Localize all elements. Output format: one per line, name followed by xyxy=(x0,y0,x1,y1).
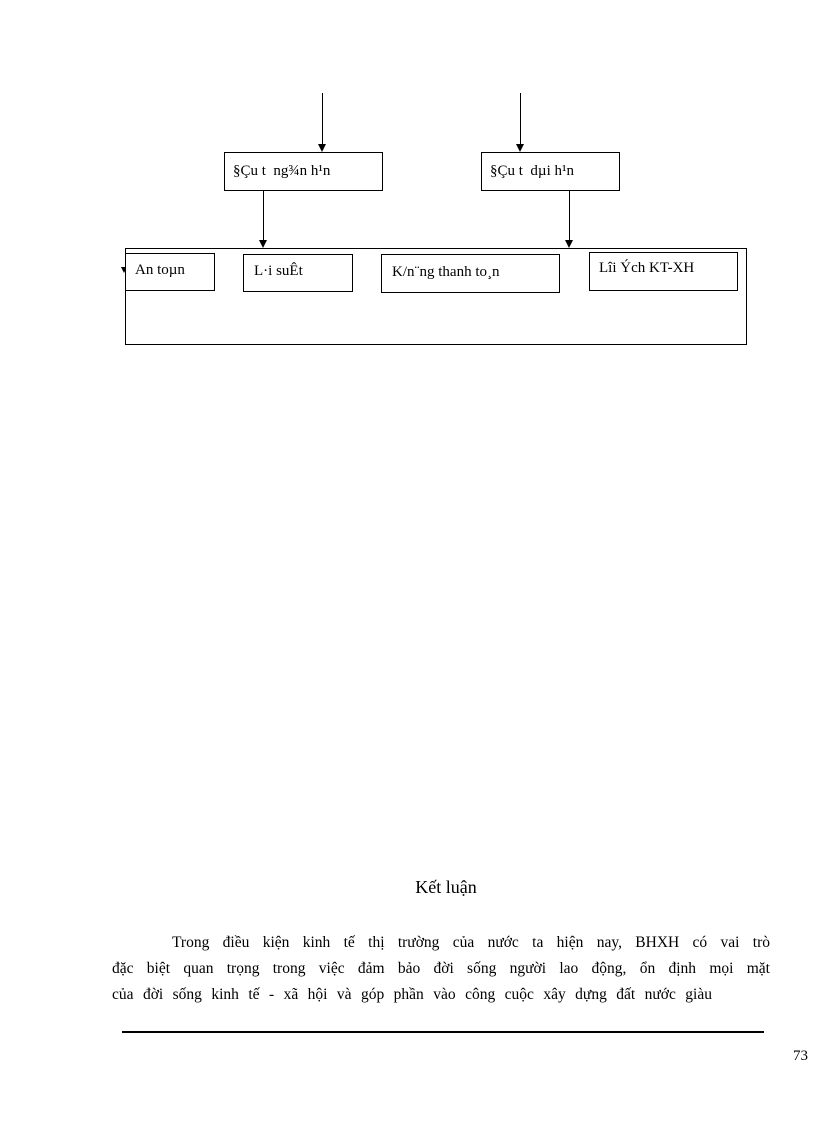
criteria-container xyxy=(125,248,747,345)
connector-short-term xyxy=(263,191,264,241)
box-short-term-investment: §Çu t ng¾n h¹n xyxy=(224,152,383,191)
arrowhead-long-term xyxy=(516,144,524,152)
footer-rule xyxy=(122,1031,764,1033)
box-long-term-investment: §Çu t dµi h¹n xyxy=(481,152,620,191)
connector-long-term-arrowhead xyxy=(565,240,573,248)
left-arrowhead-icon xyxy=(121,267,127,273)
body-paragraph: Trong điều kiện kinh tế thị trường của n… xyxy=(112,930,770,1008)
section-heading-text: Kết luận xyxy=(415,877,477,897)
box-interest-rate-label: L·i suÊt xyxy=(254,263,303,279)
box-liquidity-label: K/n¨ng thanh to¸n xyxy=(392,264,500,280)
arrowhead-short-term xyxy=(318,144,326,152)
page-number: 73 xyxy=(793,1048,808,1064)
connector-long-term xyxy=(569,191,570,241)
box-socioeconomic-benefit-label: Lîi Ých KT-XH xyxy=(599,260,695,276)
section-heading: Kết luận xyxy=(0,877,816,898)
paragraph-line: đặc biệt quan trọng trong việc đảm bảo đ… xyxy=(112,960,770,977)
box-safety-label: An toµn xyxy=(135,262,185,278)
arrow-line-long-term xyxy=(520,93,521,145)
paragraph-line: Trong điều kiện kinh tế thị trường của n… xyxy=(172,934,770,951)
arrow-line-short-term xyxy=(322,93,323,145)
box-long-term-investment-label: §Çu t dµi h¹n xyxy=(490,163,574,179)
box-liquidity: K/n¨ng thanh to¸n xyxy=(381,254,560,293)
connector-short-term-arrowhead xyxy=(259,240,267,248)
box-safety: An toµn xyxy=(125,253,215,291)
box-socioeconomic-benefit: Lîi Ých KT-XH xyxy=(589,252,738,291)
paragraph-line: của đời sống kinh tế - xã hội và góp phầ… xyxy=(112,986,712,1003)
box-interest-rate: L·i suÊt xyxy=(243,254,353,292)
box-short-term-investment-label: §Çu t ng¾n h¹n xyxy=(233,163,331,179)
